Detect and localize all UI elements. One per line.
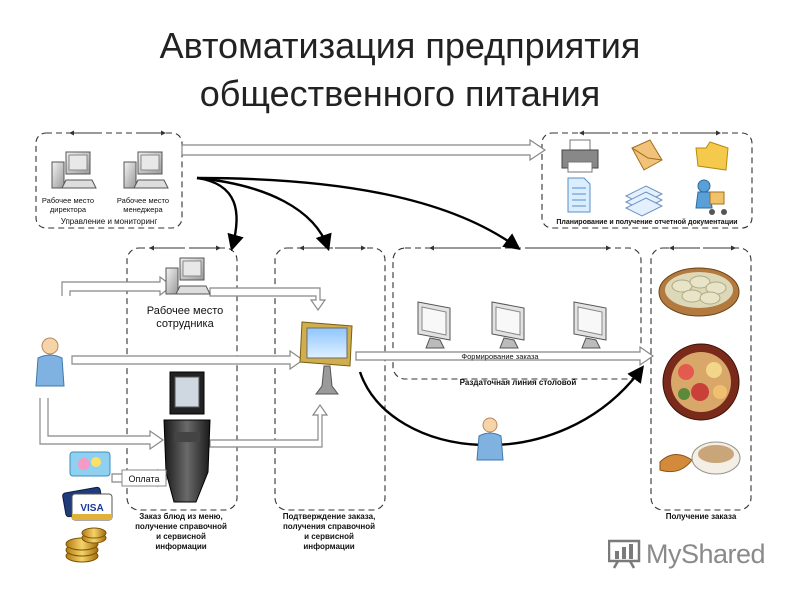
manager-computer-icon bbox=[123, 151, 169, 189]
confirmation-caption-line-1: Подтверждение заказа, bbox=[283, 512, 376, 521]
order-formation-label: Формирование заказа bbox=[461, 352, 539, 361]
arrow-customer-to-confirmation bbox=[71, 349, 305, 371]
customer-person-icon bbox=[35, 337, 65, 387]
pickup-caption: Получение заказа bbox=[666, 512, 737, 521]
self-service-kiosk-icon bbox=[163, 371, 211, 503]
page-title: Автоматизация предприятия общественного … bbox=[0, 22, 800, 118]
management-caption: Управление и мониторинг bbox=[61, 217, 158, 226]
printer-icon bbox=[561, 139, 599, 173]
serving-monitor-1-icon bbox=[417, 301, 451, 349]
ordering-box bbox=[126, 247, 238, 511]
document-icon bbox=[567, 177, 591, 213]
staff-person-icon bbox=[476, 417, 504, 461]
credit-cards-icon: VISA bbox=[62, 486, 113, 521]
curve-to-employee bbox=[196, 176, 244, 252]
folder-icon bbox=[695, 141, 729, 171]
paper-stack-icon bbox=[624, 185, 664, 217]
myshared-logo-text: MyShared bbox=[646, 538, 766, 569]
curve-to-serving-line bbox=[196, 176, 521, 250]
confirmation-caption-line-2: получения справочной bbox=[283, 522, 375, 531]
gift-card-icon bbox=[69, 451, 111, 477]
visa-card-label: VISA bbox=[80, 503, 103, 514]
pickup-box bbox=[650, 247, 752, 511]
ordering-caption-line-2: получение справочной bbox=[135, 522, 227, 531]
soup-and-croissant-icon bbox=[659, 441, 741, 475]
myshared-logo-icon bbox=[608, 539, 641, 569]
title-line-2: общественного питания bbox=[199, 73, 601, 114]
serving-line-caption: Раздаточная линия столовой bbox=[460, 378, 577, 387]
ordering-caption-line-4: информации bbox=[155, 542, 206, 551]
mail-envelope-icon bbox=[631, 139, 663, 171]
delivery-cart-icon bbox=[695, 179, 727, 215]
dumplings-plate-icon bbox=[658, 267, 740, 317]
manager-label-line-1: Рабочее место bbox=[117, 196, 169, 205]
director-label-line-1: Рабочее место bbox=[42, 196, 94, 205]
payment-label: Оплата bbox=[129, 474, 160, 484]
employee-computer-icon bbox=[165, 257, 211, 295]
manager-label-line-2: менеджера bbox=[123, 205, 163, 214]
serving-monitor-2-icon bbox=[491, 301, 525, 349]
arrow-management-to-reporting bbox=[181, 138, 547, 162]
myshared-logo: MyShared bbox=[608, 538, 766, 570]
ordering-caption-line-1: Заказ блюд из меню, bbox=[139, 512, 222, 521]
title-line-1: Автоматизация предприятия bbox=[159, 25, 641, 66]
employee-label-line-2: сотрудника bbox=[156, 318, 214, 330]
payment-label-box bbox=[121, 469, 167, 487]
cold-cuts-platter-icon bbox=[662, 343, 740, 421]
order-terminal-icon bbox=[299, 321, 353, 395]
confirmation-caption-line-4: информации bbox=[303, 542, 354, 551]
serving-monitor-3-icon bbox=[573, 301, 607, 349]
employee-label-line-1: Рабочее место bbox=[147, 305, 224, 317]
management-box bbox=[35, 132, 183, 229]
reporting-box bbox=[541, 132, 753, 229]
director-label-line-2: директора bbox=[50, 205, 87, 214]
arrow-order-formation bbox=[355, 345, 655, 367]
confirmation-caption-line-3: и сервисной bbox=[304, 532, 354, 541]
gold-coins-icon bbox=[65, 527, 107, 563]
reporting-caption: Планирование и получение отчетной докуме… bbox=[556, 218, 737, 226]
director-computer-icon bbox=[51, 151, 97, 189]
curve-to-terminal bbox=[196, 176, 332, 252]
ordering-caption-line-3: и сервисной bbox=[156, 532, 206, 541]
